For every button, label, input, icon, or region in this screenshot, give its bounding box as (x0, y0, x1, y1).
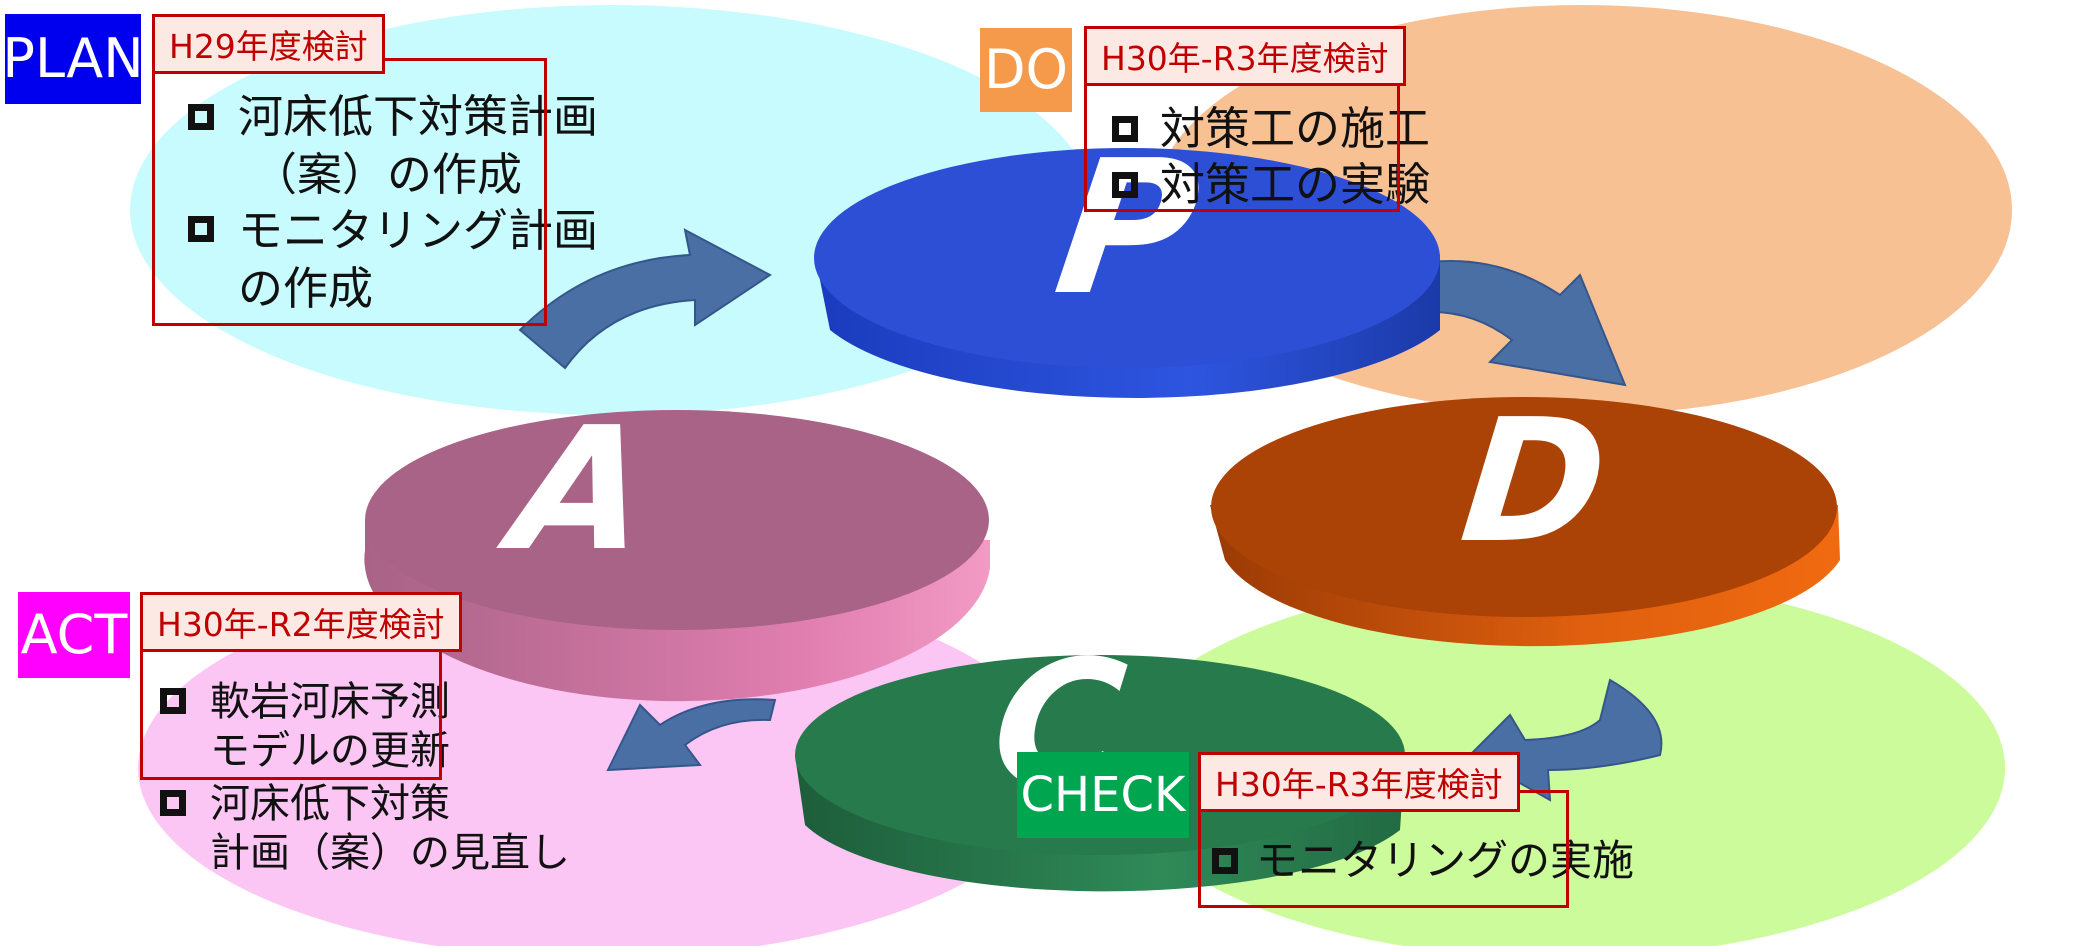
check-year-label: H30年-R3年度検討 (1198, 752, 1520, 812)
act-item-1: 軟岩河床予測 (210, 679, 450, 725)
disk-a: A (364, 391, 990, 702)
check-tag: CHECK (1017, 752, 1189, 838)
act-item-3: 河床低下対策 (210, 781, 450, 827)
plan-bullet-1 (188, 104, 214, 130)
check-bullet-1 (1212, 848, 1238, 874)
do-item-2: 対策工の実験 (1160, 158, 1431, 211)
act-bullet-2 (160, 790, 186, 816)
act-item-2: モデルの更新 (210, 728, 450, 774)
do-year-label: H30年-R3年度検討 (1084, 26, 1406, 86)
disk-p-letter: P (1045, 120, 1211, 336)
act-item-4: 計画（案）の見直し (210, 830, 570, 876)
act-tag: ACT (18, 592, 130, 678)
plan-item-4: の作成 (238, 262, 374, 315)
act-year-label: H30年-R2年度検討 (140, 592, 462, 652)
plan-year-label: H29年度検討 (152, 14, 385, 74)
check-item-1: モニタリングの実施 (1256, 836, 1635, 885)
act-items-box (140, 630, 442, 780)
plan-item-2: （案）の作成 (252, 148, 523, 201)
do-tag: DO (980, 28, 1072, 112)
plan-item-1: 河床低下対策計画 (238, 90, 599, 143)
do-item-1: 対策工の施工 (1160, 102, 1431, 155)
do-bullet-1 (1112, 116, 1138, 142)
arrow-act-to-plan (518, 228, 772, 370)
do-bullet-2 (1112, 172, 1138, 198)
disk-p: P (814, 120, 1440, 399)
disk-d: D (1210, 383, 1840, 647)
plan-bullet-2 (188, 216, 214, 242)
plan-item-3: モニタリング計画 (238, 204, 599, 257)
disk-a-letter: A (490, 391, 661, 589)
do-items-box (1084, 72, 1400, 212)
act-bullet-1 (160, 688, 186, 714)
arrow-check-to-act (606, 698, 777, 772)
plan-tag: PLAN (2, 14, 144, 104)
disk-d-letter: D (1453, 383, 1615, 580)
arrow-plan-to-do (1428, 259, 1627, 387)
plan-items-box (152, 58, 547, 326)
